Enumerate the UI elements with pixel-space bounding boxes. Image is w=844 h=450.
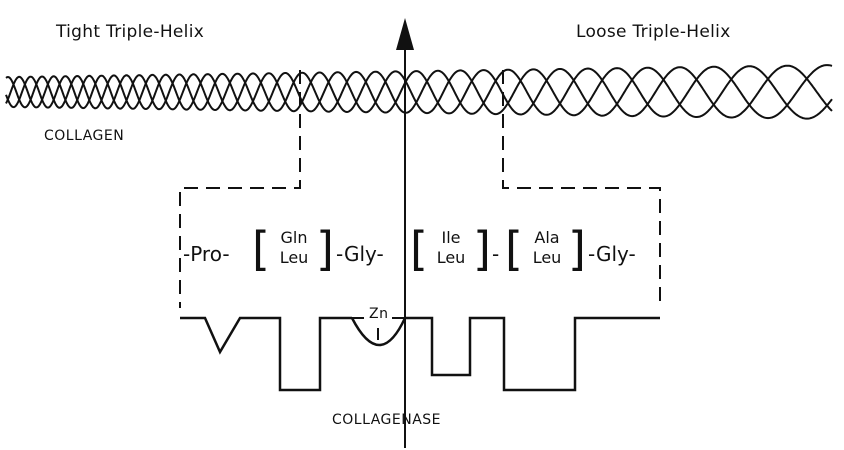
- ile-leu-residue: Ile Leu: [430, 228, 472, 268]
- bracket-open-1: [: [252, 222, 270, 276]
- collagen-triple-helix: [5, 64, 833, 120]
- zinc-binding-pocket: [350, 317, 407, 347]
- binding-region-dashed-outline-right: [502, 70, 661, 308]
- binding-region-dashed-outline: [179, 70, 301, 308]
- ile-label: Ile: [441, 228, 461, 247]
- collagenase-label: COLLAGENASE: [332, 412, 442, 428]
- bracket-close-3: ]: [568, 222, 586, 276]
- loose-triple-helix-label: Loose Triple-Helix: [576, 22, 731, 42]
- bracket-close-2: ]: [473, 222, 491, 276]
- gln-label: Gln: [280, 228, 308, 247]
- collagen-label: COLLAGEN: [44, 128, 125, 144]
- zinc-label: Zn: [367, 306, 391, 322]
- ala-label: Ala: [534, 228, 560, 247]
- leu-label-3: Leu: [532, 248, 562, 267]
- collagenase-surface-profile: [180, 316, 352, 392]
- bracket-open-3: [: [505, 222, 523, 276]
- gly-residue-1: -Gly-: [336, 242, 384, 266]
- collagen-strand-2: [5, 65, 833, 120]
- leu-label-2: Leu: [436, 248, 466, 267]
- gly-residue-2: -Gly-: [588, 242, 636, 266]
- collagen-strand-3: [5, 64, 833, 120]
- ala-leu-residue: Ala Leu: [526, 228, 568, 268]
- pro-residue: -Pro-: [183, 242, 230, 266]
- collagenase-surface-profile-right: [405, 316, 660, 392]
- tight-triple-helix-label: Tight Triple-Helix: [56, 22, 205, 42]
- leu-label-1: Leu: [279, 248, 309, 267]
- cleavage-arrow-head: [396, 18, 414, 50]
- collagen-strand-1: [5, 64, 833, 119]
- dash-separator: -: [492, 242, 500, 266]
- gln-leu-residue: Gln Leu: [274, 228, 314, 268]
- bracket-open-2: [: [410, 222, 428, 276]
- bracket-close-1: ]: [316, 222, 334, 276]
